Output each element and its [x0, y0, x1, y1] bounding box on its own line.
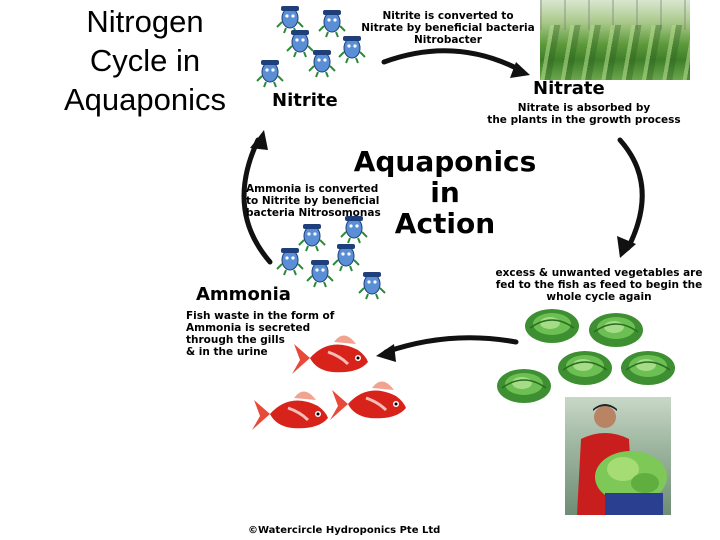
- ammonia-note-line-2: Ammonia is secreted: [186, 322, 311, 334]
- slide-title-line-2: Cycle in: [89, 43, 201, 78]
- farmer-head: [594, 406, 616, 428]
- copyright-text: ©Watercircle Hydroponics Pte Ltd: [248, 525, 441, 536]
- bacteria-icon: [308, 49, 336, 78]
- nitrite-note-line-2: Nitrate by beneficial bacteria: [361, 22, 535, 34]
- bacteria-icon: [318, 9, 346, 38]
- vegetables-note-line-2: fed to the fish as feed to begin the: [495, 279, 703, 291]
- arrowhead-4: [250, 130, 268, 150]
- bacteria-icon: [276, 247, 304, 276]
- ammonia-note: Fish waste in the form of Ammonia is sec…: [186, 310, 356, 358]
- nitrite-note-line-1: Nitrite is converted to: [382, 10, 514, 22]
- arrow-nitrate-to-vegetables: [617, 137, 645, 251]
- nitrate-note-line-2: the plants in the growth process: [487, 114, 681, 126]
- bacteria-icon: [256, 59, 284, 88]
- lettuce-highlight: [607, 457, 639, 481]
- arrowhead-2: [617, 236, 636, 258]
- center-title-line-1: Aquaponics: [353, 145, 537, 178]
- arrow-heads: [250, 62, 636, 362]
- bacteria-icon: [298, 223, 326, 252]
- cabbage-icon: [588, 312, 644, 348]
- ammonia-to-nitrite-line-1: Ammonia is converted: [246, 183, 379, 195]
- cycle-arrows: [241, 48, 645, 355]
- bacteria-cluster-nitrite: [256, 5, 366, 88]
- ammonia-note-line-4: & in the urine: [186, 346, 268, 358]
- vegetables-note: excess & unwanted vegetables are fed to …: [478, 267, 720, 303]
- farmer-illustration: [577, 404, 667, 515]
- ammonia-note-line-3: through the gills: [186, 334, 285, 346]
- nitrite-label: Nitrite: [272, 90, 338, 111]
- farmer-photo: [565, 397, 671, 515]
- lettuce-shade: [631, 473, 659, 493]
- plant-rows: [540, 25, 690, 80]
- vegetables-note-line-1: excess & unwanted vegetables are: [495, 267, 703, 279]
- bacteria-icon: [286, 29, 314, 58]
- cabbage-cluster: [496, 308, 676, 404]
- cabbage-icon: [524, 308, 580, 344]
- arrowhead-3: [376, 344, 396, 362]
- cabbage-icon: [620, 350, 676, 386]
- cabbage-icon: [496, 368, 552, 404]
- arrow-ammonia-to-nitrite: [241, 137, 273, 265]
- slide-title-line-1: Nitrogen: [86, 4, 204, 39]
- fish-icon: [250, 389, 330, 432]
- arrowhead-1: [510, 62, 530, 78]
- center-title: Aquaponics in Action: [330, 146, 560, 239]
- slide-title: Nitrogen Cycle in Aquaponics: [40, 2, 250, 119]
- bacteria-icon: [276, 5, 304, 34]
- ammonia-to-nitrite-note: Ammonia is converted to Nitrite by benef…: [246, 183, 386, 219]
- fish-icon: [328, 379, 408, 422]
- arrow-nitrite-to-nitrate: [381, 48, 523, 73]
- nitrate-note: Nitrate is absorbed by the plants in the…: [473, 102, 695, 126]
- cabbage-icon: [557, 350, 613, 386]
- farmer-hair: [593, 404, 617, 411]
- ammonia-to-nitrite-line-2: to Nitrite by beneficial: [246, 195, 380, 207]
- ammonia-to-nitrite-line-3: bacteria Nitrosomonas: [246, 207, 381, 219]
- nitrite-note: Nitrite is converted to Nitrate by benef…: [358, 10, 538, 46]
- arrow-vegetables-to-fish: [383, 335, 519, 355]
- vegetables-note-line-3: whole cycle again: [546, 291, 652, 303]
- bacteria-icon: [306, 259, 334, 288]
- nitrite-note-line-3: Nitrobacter: [414, 34, 482, 46]
- center-title-line-3: Action: [394, 207, 496, 240]
- nitrate-note-line-1: Nitrate is absorbed by: [517, 102, 651, 114]
- ammonia-note-line-1: Fish waste in the form of: [186, 310, 335, 322]
- nitrate-label: Nitrate: [533, 78, 605, 99]
- bacteria-icon: [358, 271, 386, 300]
- bacteria-icon: [332, 243, 360, 272]
- slide-title-line-3: Aquaponics: [63, 82, 226, 117]
- center-title-line-2: in: [430, 176, 460, 209]
- greenhouse-photo: [540, 0, 690, 80]
- ammonia-label: Ammonia: [196, 284, 291, 305]
- planter-box: [605, 493, 663, 515]
